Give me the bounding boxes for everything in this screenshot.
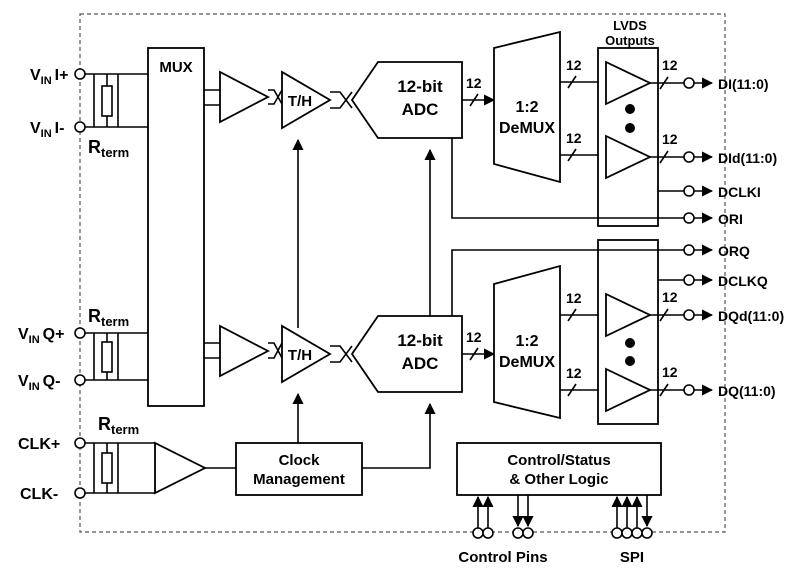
- bus-width-q-demux-a: 12: [566, 290, 582, 306]
- bus-width-q-demux-b: 12: [566, 365, 582, 381]
- clock-mgmt-label-1: Clock: [279, 452, 321, 469]
- q-demux-label-2: DeMUX: [499, 354, 555, 371]
- q-adc-label-2: ADC: [402, 354, 439, 373]
- bus-width-q-adc: 12: [466, 329, 482, 345]
- q-lvds-driver-a: [605, 292, 653, 338]
- spi-pins-group: [611, 495, 653, 539]
- i-input-buffer: [219, 70, 270, 124]
- bus-width-did: 12: [662, 131, 678, 147]
- vin-i-plus-pin: [74, 68, 86, 80]
- output-dq-label: DQ(11:0): [718, 383, 776, 399]
- q-lvds-dot-2: [625, 356, 635, 366]
- i-lvds-dot-2: [625, 123, 635, 133]
- rterm-i-label: Rterm: [88, 137, 129, 160]
- bus-width-dqd: 12: [662, 289, 678, 305]
- mux-label: MUX: [159, 59, 192, 76]
- clk-minus-pin: [74, 487, 86, 499]
- rterm-i-resistor: [101, 85, 113, 117]
- i-demux-block: [493, 30, 561, 184]
- control-pins-group: [472, 495, 534, 539]
- i-lvds-driver-b: [605, 134, 653, 180]
- i-demux-label-2: DeMUX: [499, 120, 555, 137]
- q-track-hold: [281, 324, 332, 384]
- q-demux-label-1: 1:2: [515, 333, 538, 350]
- bus-width-i-adc: 12: [466, 75, 482, 91]
- bus-width-i-demux-b: 12: [566, 130, 582, 146]
- clock-management-block: [235, 442, 363, 496]
- rterm-q-label: Rterm: [88, 306, 129, 329]
- vin-q-minus-pin: [74, 374, 86, 386]
- q-input-buffer: [219, 324, 270, 378]
- output-ori-label: ORI: [718, 211, 743, 227]
- control-label-2: & Other Logic: [509, 471, 608, 488]
- lvds-title-2: Outputs: [605, 33, 655, 48]
- i-adc-label-2: ADC: [402, 100, 439, 119]
- i-lvds-driver-a: [605, 60, 653, 106]
- control-label-1: Control/Status: [507, 452, 610, 469]
- control-status-block: [456, 442, 662, 496]
- output-di-label: DI(11:0): [718, 76, 769, 92]
- i-track-hold: [281, 70, 332, 130]
- control-pins-label: Control Pins: [458, 549, 547, 566]
- i-adc-label-1: 12-bit: [397, 77, 443, 96]
- output-did-label: DId(11:0): [718, 150, 777, 166]
- bus-width-di: 12: [662, 57, 678, 73]
- vin-i-minus-pin: [74, 121, 86, 133]
- output-orq-label: ORQ: [718, 243, 750, 259]
- clock-buffer: [154, 441, 208, 495]
- output-dclkq-label: DCLKQ: [718, 273, 768, 289]
- rterm-q-resistor: [101, 341, 113, 373]
- q-adc-label-1: 12-bit: [397, 331, 443, 350]
- clk-minus-label: CLK-: [20, 486, 58, 503]
- i-demux-label-1: 1:2: [515, 99, 538, 116]
- rterm-clk-label: Rterm: [98, 414, 139, 437]
- bus-width-dq: 12: [662, 364, 678, 380]
- lvds-title-1: LVDS: [613, 18, 647, 33]
- q-lvds-driver-b: [605, 367, 653, 413]
- chip-boundary: [79, 13, 726, 533]
- clk-plus-pin: [74, 437, 86, 449]
- i-lvds-dot-1: [625, 104, 635, 114]
- mux-block: [147, 47, 205, 407]
- vin-q-plus-pin: [74, 327, 86, 339]
- q-demux-block: [493, 264, 561, 420]
- q-lvds-dot-1: [625, 338, 635, 348]
- clk-plus-label: CLK+: [18, 436, 60, 453]
- rterm-clk-resistor: [101, 452, 113, 484]
- clock-input-section: Rterm CLK+ CLK-: [18, 414, 236, 503]
- output-dqd-label: DQd(11:0): [718, 308, 784, 324]
- bus-width-i-demux-a: 12: [566, 57, 582, 73]
- i-track-hold-label: T/H: [288, 93, 312, 110]
- q-track-hold-label: T/H: [288, 347, 312, 364]
- output-dclki-label: DCLKI: [718, 184, 761, 200]
- spi-label: SPI: [620, 549, 644, 566]
- clock-mgmt-label-2: Management: [253, 471, 345, 488]
